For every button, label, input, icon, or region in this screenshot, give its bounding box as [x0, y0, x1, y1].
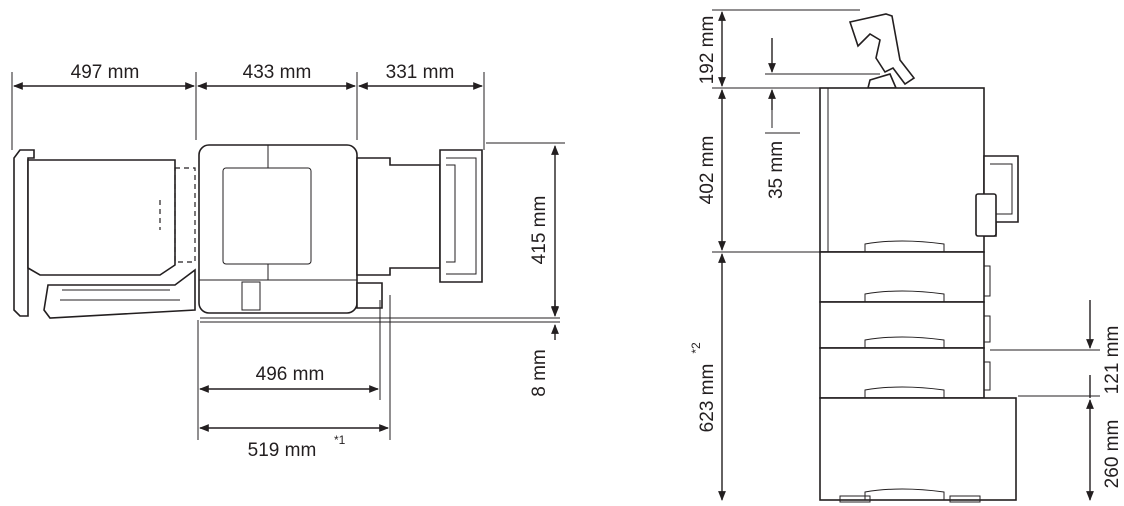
tray-left-body	[27, 159, 176, 276]
dim-label-331: 331 mm	[386, 62, 455, 83]
tray-right-cap	[439, 149, 483, 283]
tray-left-lower	[43, 268, 196, 319]
control-panel	[222, 167, 312, 265]
feeder-1	[819, 251, 985, 303]
dim-label-402: 402 mm	[697, 136, 718, 205]
side-view: 192 mm 402 mm 35 mm 623 mm *2 121 mm 260…	[689, 9, 1123, 503]
dim-label-121: 121 mm	[1102, 326, 1123, 395]
tray-right-body	[356, 157, 441, 276]
dim-label-519: 519 mm	[248, 440, 317, 461]
dim-label-497: 497 mm	[71, 62, 140, 83]
cover-latch	[241, 281, 261, 311]
dim-label-192: 192 mm	[697, 16, 718, 85]
note-marker-1: *1	[334, 433, 346, 447]
dim-label-623: 623 mm	[697, 364, 718, 433]
feeder-3	[819, 347, 985, 399]
note-marker-2: *2	[689, 342, 703, 354]
dim-label-260: 260 mm	[1102, 420, 1123, 489]
top-view: 497 mm 433 mm 331 mm 415 mm 8 mm	[11, 62, 565, 461]
output-stopper	[848, 13, 916, 86]
dim-label-35: 35 mm	[766, 141, 787, 199]
feeder-2	[819, 301, 985, 349]
dim-label-433: 433 mm	[243, 62, 312, 83]
dim-label-496: 496 mm	[256, 364, 325, 385]
feeder-bottom	[819, 397, 1017, 501]
tray-left-cap	[13, 149, 35, 317]
printer-side-body	[819, 87, 985, 253]
dim-label-8: 8 mm	[529, 349, 550, 397]
dim-label-415: 415 mm	[529, 196, 550, 265]
